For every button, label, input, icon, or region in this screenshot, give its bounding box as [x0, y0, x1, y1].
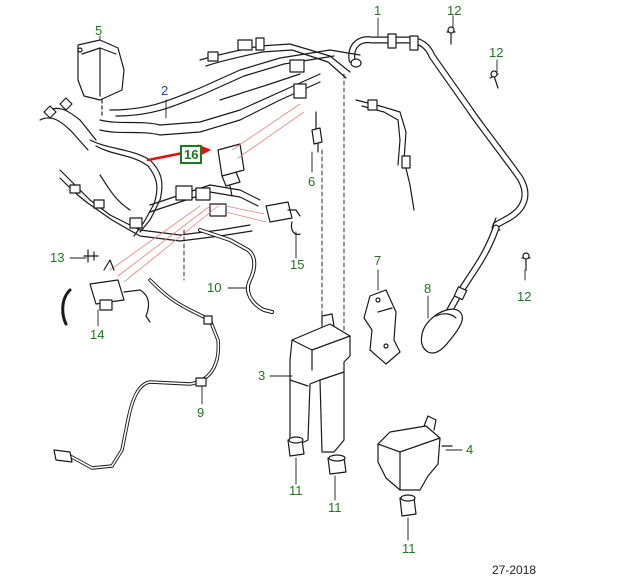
bracket-part-5 [77, 39, 125, 101]
canister-part-3 [289, 313, 351, 453]
solenoid-part-14 [61, 259, 151, 326]
bolt-part-12-mid [489, 70, 499, 89]
hose-part-8 [420, 224, 500, 354]
callout-2: 2 [161, 83, 169, 98]
fitting-part-13 [83, 249, 99, 263]
callout-4: 4 [466, 442, 474, 457]
callout-10: 10 [207, 280, 222, 295]
solenoid-part-16 [217, 143, 245, 197]
callout-3: 3 [258, 368, 266, 383]
callout-12-mid: 12 [489, 45, 504, 60]
callout-8: 8 [424, 281, 432, 296]
bracket-part-7 [363, 289, 401, 365]
valve-part-6 [311, 111, 323, 153]
harness-connectors [43, 37, 307, 229]
callout-11-b: 11 [328, 500, 342, 515]
connector-part-15 [265, 201, 301, 235]
bolt-part-12-low [521, 252, 531, 271]
grommet-part-11-b [327, 454, 347, 475]
callout-1: 1 [374, 3, 382, 18]
canister-part-4 [377, 415, 453, 491]
hose-part-1 [348, 33, 529, 231]
callout-5: 5 [95, 23, 103, 38]
callout-11-c: 11 [402, 541, 416, 556]
callout-12-top: 12 [447, 3, 462, 18]
callout-leaders [69, 15, 526, 541]
guide-dashes [183, 73, 345, 331]
diagram-reference-number: 27-2018 [492, 563, 537, 577]
callout-13: 13 [50, 250, 65, 265]
pipe-part-9 [53, 278, 221, 470]
bolt-part-12-top [446, 26, 456, 45]
callout-15: 15 [290, 257, 305, 272]
callout-6: 6 [308, 174, 316, 189]
vacuum-line-right [355, 99, 415, 211]
grommet-part-11-a [287, 436, 305, 457]
callout-16: 16 [180, 145, 203, 164]
callout-9: 9 [197, 405, 205, 420]
callout-14: 14 [90, 327, 105, 342]
callout-12-low: 12 [517, 289, 532, 304]
grommet-part-11-c [399, 494, 417, 517]
pipe-part-10 [198, 228, 274, 314]
red-leader-lines [109, 103, 305, 283]
callout-7: 7 [374, 253, 382, 268]
callout-11-a: 11 [289, 483, 303, 498]
